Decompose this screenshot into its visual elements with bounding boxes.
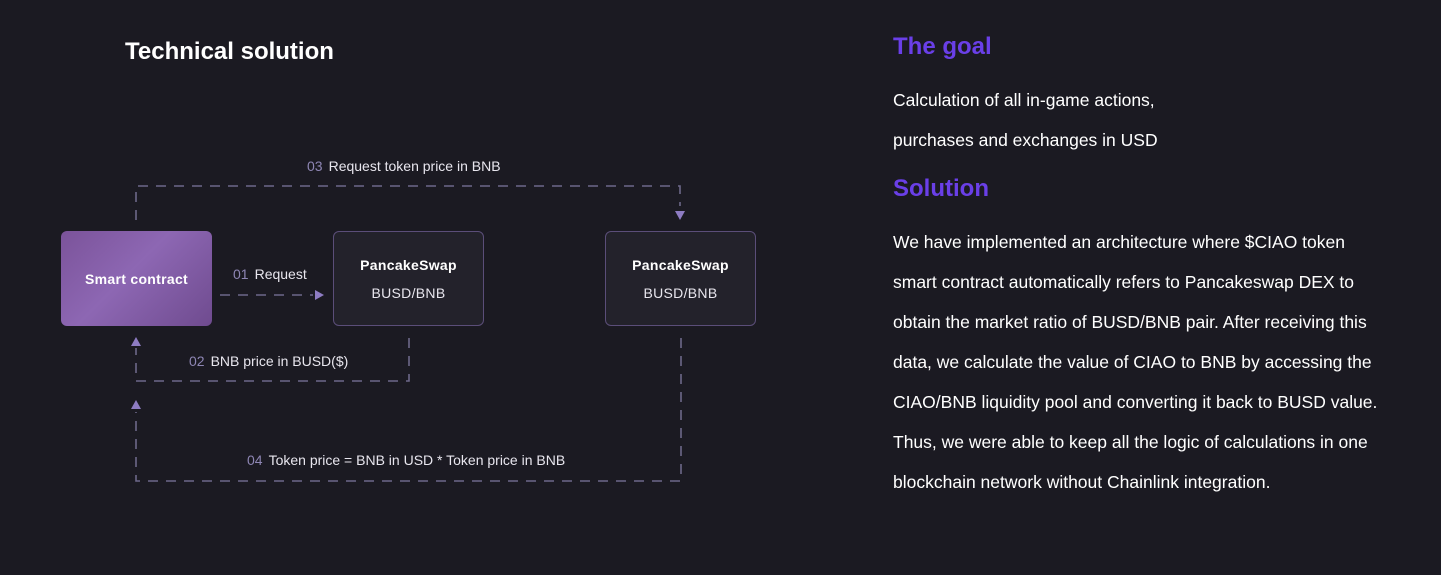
flow-02-arrow-icon xyxy=(131,337,141,346)
architecture-diagram: 03 Request token price in BNB 01 Request 0… xyxy=(61,158,756,482)
flow-04-label: 04 Token price = BNB in USD * Token price… xyxy=(247,452,565,468)
solution-heading: Solution xyxy=(893,175,989,202)
goal-line-1: Calculation of all in-game actions, xyxy=(893,90,1155,110)
node-pair: BUSD/BNB xyxy=(643,284,718,301)
flow-03-connector xyxy=(135,185,681,220)
goal-line-2: purchases and exchanges in USD xyxy=(893,130,1158,150)
node-title: PancakeSwap xyxy=(632,256,729,273)
step-number: 04 xyxy=(247,452,263,468)
flow-text: BNB price in BUSD($) xyxy=(210,353,349,369)
solution-line-4: data, we calculate the value of CIAO to … xyxy=(893,352,1372,372)
pancakeswap-node-a: PancakeSwap BUSD/BNB xyxy=(333,231,484,326)
goal-heading: The goal xyxy=(893,33,992,60)
node-title: Smart contract xyxy=(84,270,188,287)
flow-01-arrow-icon xyxy=(315,290,324,300)
flow-03-label: 03 Request token price in BNB xyxy=(307,158,501,174)
solution-line-7: blockchain network without Chainlink int… xyxy=(893,472,1271,492)
solution-line-2: smart contract automatically refers to P… xyxy=(893,272,1355,292)
flow-text: Token price = BNB in USD * Token price i… xyxy=(268,452,566,468)
node-title: PancakeSwap xyxy=(360,256,457,273)
smart-contract-node: Smart contract xyxy=(61,231,212,326)
solution-line-6: Thus, we were able to keep all the logic… xyxy=(893,432,1368,452)
flow-text: Request xyxy=(254,266,307,282)
section-title: Technical solution xyxy=(125,38,334,65)
step-number: 01 xyxy=(233,266,249,282)
solution-line-1: We have implemented an architecture wher… xyxy=(893,232,1345,252)
flow-04-arrow-icon xyxy=(131,400,141,409)
flow-04-connector xyxy=(135,338,682,482)
flow-text: Request token price in BNB xyxy=(328,158,501,174)
node-pair: BUSD/BNB xyxy=(371,284,446,301)
solution-line-5: CIAO/BNB liquidity pool and converting i… xyxy=(893,392,1378,412)
flow-02-label: 02 BNB price in BUSD($) xyxy=(189,353,348,369)
step-number: 03 xyxy=(307,158,323,174)
step-number: 02 xyxy=(189,353,205,369)
flow-02-connector xyxy=(135,338,410,382)
flow-03-arrow-icon xyxy=(675,211,685,220)
diagram-connectors xyxy=(131,185,685,482)
pancakeswap-node-b: PancakeSwap BUSD/BNB xyxy=(605,231,756,326)
solution-line-3: obtain the market ratio of BUSD/BNB pair… xyxy=(893,312,1367,332)
flow-01-label: 01 Request xyxy=(233,266,307,282)
